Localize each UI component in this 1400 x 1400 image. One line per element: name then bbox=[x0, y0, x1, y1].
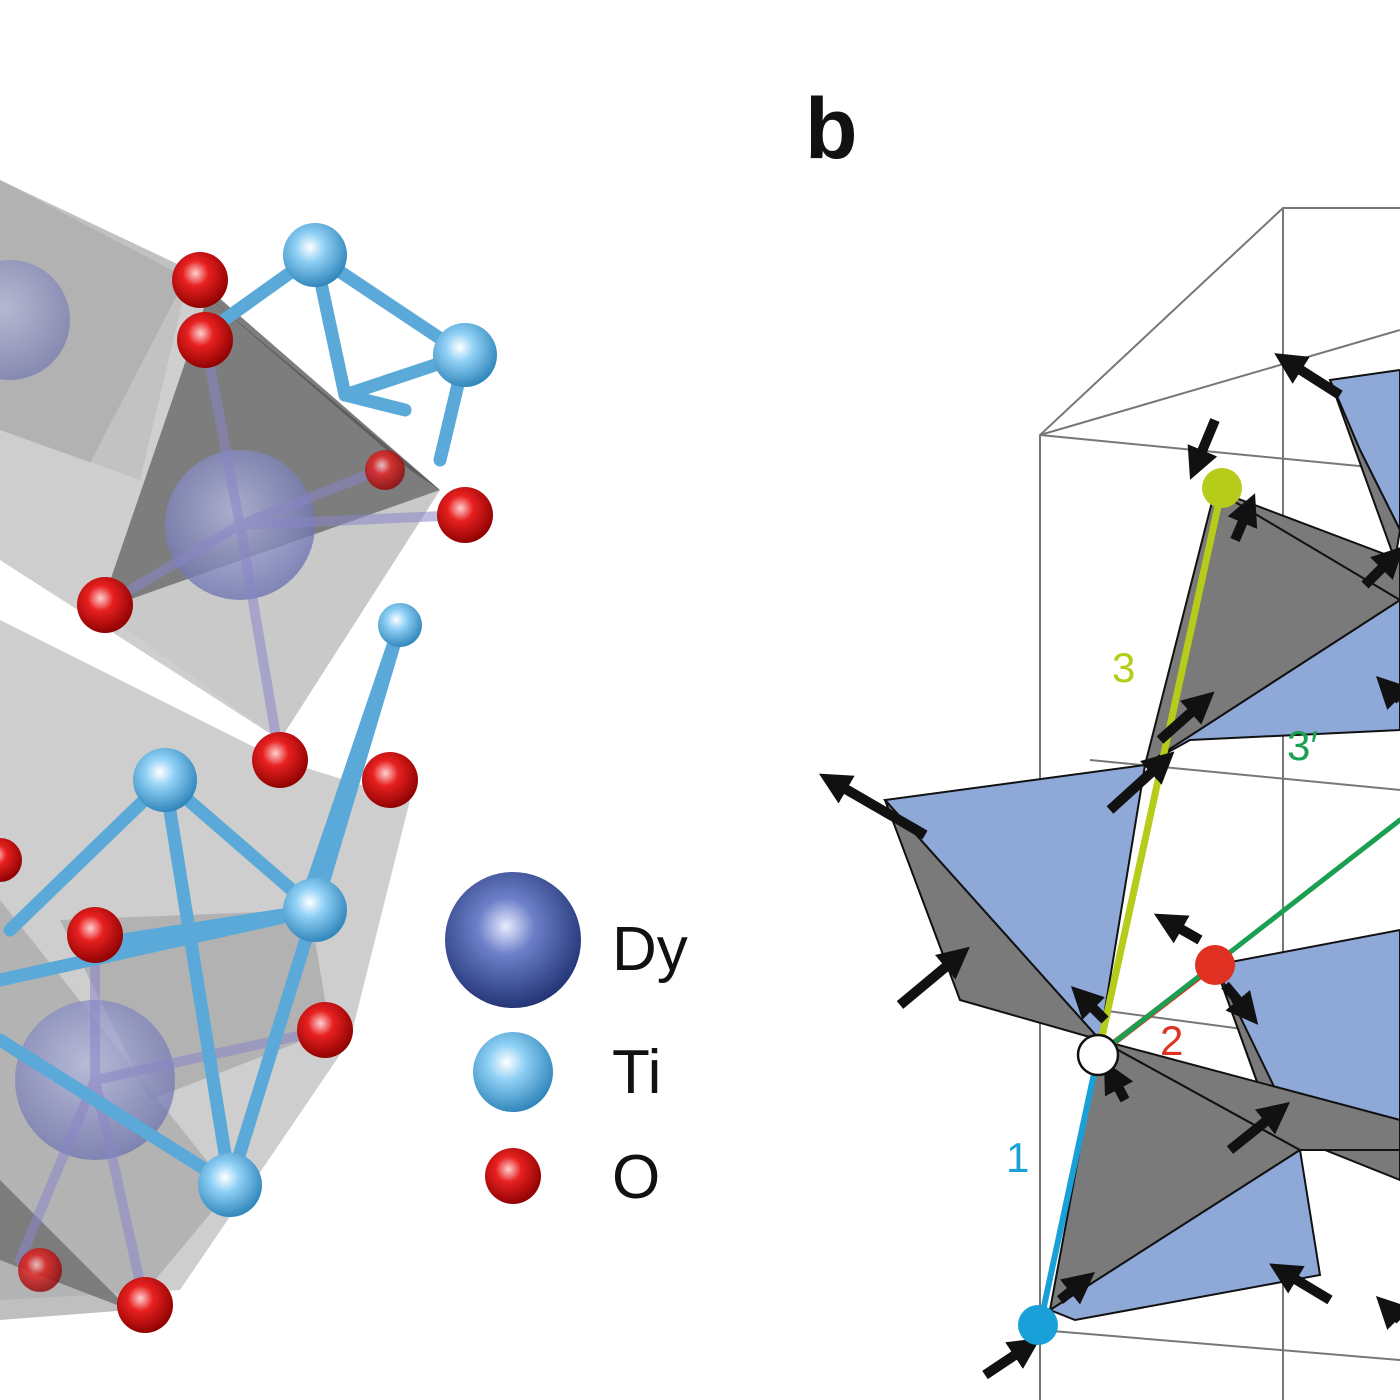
bond-3-label: 3 bbox=[1112, 644, 1135, 691]
o-atom bbox=[117, 1277, 173, 1333]
spin-arrow bbox=[1274, 353, 1343, 400]
legend-dy-swatch bbox=[445, 872, 581, 1008]
ti-atom bbox=[283, 223, 347, 287]
origin-site-dot bbox=[1076, 1033, 1120, 1077]
o-atom bbox=[77, 577, 133, 633]
spin-arrows bbox=[818, 353, 1400, 1380]
dy-atom bbox=[0, 260, 70, 380]
spin-arrow bbox=[1056, 1272, 1095, 1305]
tetra-face-gray bbox=[1099, 1039, 1400, 1151]
spin-arrow bbox=[1153, 913, 1203, 945]
bond-2-label: 2 bbox=[1160, 1017, 1183, 1064]
o-atom bbox=[297, 1002, 353, 1058]
ti-atoms bbox=[133, 223, 497, 1217]
spin-arrow bbox=[818, 773, 928, 840]
spin-arrow bbox=[982, 1337, 1041, 1380]
o-atom bbox=[365, 450, 405, 490]
o-atom bbox=[0, 838, 22, 882]
o-atom bbox=[67, 907, 123, 963]
bond-3p-label: 3′ bbox=[1287, 722, 1318, 769]
spin-arrow bbox=[1375, 675, 1400, 710]
tetra-face-gray bbox=[884, 799, 1104, 1042]
spin-arrow bbox=[896, 946, 970, 1009]
legend-ti-label: Ti bbox=[612, 1038, 661, 1107]
spin-arrow bbox=[1269, 1263, 1333, 1305]
legend-o-label: O bbox=[612, 1143, 660, 1212]
o-atom bbox=[362, 752, 418, 808]
tetrahedra bbox=[882, 368, 1400, 1322]
spin-arrow bbox=[1221, 981, 1259, 1025]
o-atom bbox=[437, 487, 493, 543]
ti-atom bbox=[283, 878, 347, 942]
spin-arrow bbox=[1070, 985, 1109, 1024]
bond-1-label: 1 bbox=[1006, 1134, 1029, 1181]
site-3-dot bbox=[1202, 468, 1242, 508]
site-1-dot bbox=[1018, 1305, 1058, 1345]
panel-b-label: b bbox=[805, 81, 858, 177]
legend-o-swatch bbox=[485, 1148, 541, 1204]
o-atom bbox=[177, 312, 233, 368]
bond-1-line bbox=[1037, 1052, 1101, 1328]
spin-arrow bbox=[1156, 691, 1215, 744]
ti-atom bbox=[433, 323, 497, 387]
spin-arrow bbox=[1375, 1295, 1400, 1330]
ti-atom bbox=[378, 603, 422, 647]
spin-arrow bbox=[1227, 493, 1258, 542]
tetra-face-gray bbox=[1329, 379, 1400, 564]
panel-b-lattice: 1 2 3 3′ bbox=[818, 207, 1400, 1400]
legend: Dy Ti O bbox=[445, 872, 688, 1212]
spin-arrow bbox=[1103, 1060, 1134, 1103]
panel-a-structure bbox=[0, 180, 497, 1333]
bond-3p-line bbox=[1095, 817, 1400, 1058]
legend-ti-swatch bbox=[473, 1032, 553, 1112]
spin-arrow bbox=[1361, 545, 1400, 589]
site-2-dot bbox=[1195, 945, 1235, 985]
o-atom bbox=[172, 252, 228, 308]
spin-arrow bbox=[1106, 751, 1175, 814]
o-atom bbox=[18, 1248, 62, 1292]
ti-atom bbox=[198, 1153, 262, 1217]
legend-dy-label: Dy bbox=[612, 915, 688, 984]
spin-arrow bbox=[1187, 418, 1220, 480]
ti-atom bbox=[133, 748, 197, 812]
tetra-face-blue bbox=[1047, 1148, 1322, 1322]
o-atoms bbox=[0, 252, 493, 1333]
spin-arrow bbox=[1226, 1102, 1290, 1154]
o-atom bbox=[252, 732, 308, 788]
